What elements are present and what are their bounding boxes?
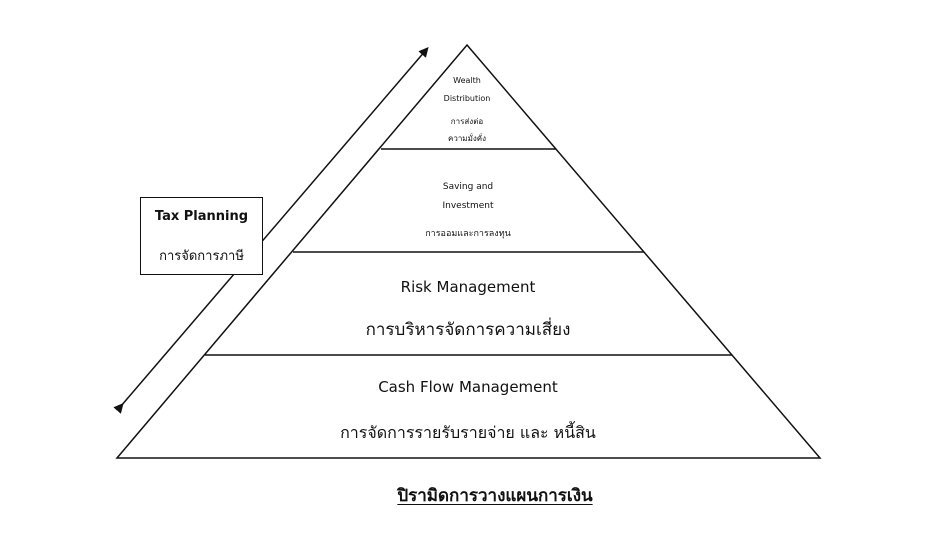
tax-planning-box: Tax Planning การจัดการภาษี (140, 197, 263, 275)
tier-wealth-distribution-thai-1: การส่งต่อ (450, 117, 484, 126)
tier-cash-flow-management-thai: การจัดการรายรับรายจ่าย และ หนี้สิน (340, 423, 596, 442)
tier-saving-investment-label-1: Saving and (442, 182, 494, 192)
tax-planning-title: Tax Planning (154, 209, 249, 224)
tax-planning-subtitle: การจัดการภาษี (159, 249, 244, 264)
tier-wealth-distribution-label-2: Distribution (443, 94, 491, 103)
diagram-caption: ปิรามิดการวางแผนการเงิน (397, 486, 593, 506)
tier-cash-flow-management-label: Cash Flow Management (378, 378, 558, 396)
tier-saving-investment-thai: การออมและการลงทุน (425, 229, 511, 239)
tier-risk-management-label: Risk Management (400, 278, 536, 296)
tier-wealth-distribution-thai-2: ความมั่งคั่ง (447, 134, 487, 143)
tier-wealth-distribution-label-1: Wealth (453, 76, 481, 85)
tier-saving-investment-label-2: Investment (442, 201, 494, 211)
tier-risk-management-thai: การบริหารจัดการความเสี่ยง (365, 320, 571, 340)
tax-planning-arrow (113, 46, 429, 414)
